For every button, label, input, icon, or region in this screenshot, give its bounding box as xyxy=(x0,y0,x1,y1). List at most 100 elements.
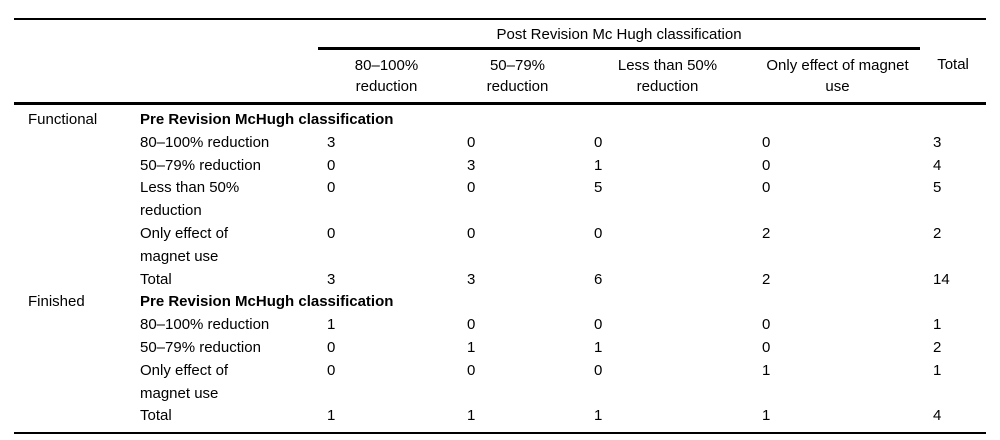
row-label: Less than 50% reduction xyxy=(140,179,240,220)
value-cell: 0 xyxy=(594,316,603,334)
value-cell: 3 xyxy=(467,156,476,174)
row-total-cell: 1 xyxy=(933,361,942,379)
section-header-row: Functional Pre Revision McHugh classifica… xyxy=(14,104,986,132)
value-cell: 0 xyxy=(762,316,771,334)
row-label-cell: 80–100% reduction xyxy=(140,132,318,155)
table-row: Only effect of magnet use 0 0 0 2 2 xyxy=(14,223,986,269)
header-spacer xyxy=(920,19,986,49)
span-header-row: Post Revision Mc Hugh classification xyxy=(14,19,986,50)
value-cell: 0 xyxy=(327,338,336,356)
table-row: 80–100% reduction 3 0 0 0 3 xyxy=(14,132,986,155)
column-header-magnet: Only effect of magnet use xyxy=(755,48,921,105)
table-row: 50–79% reduction 0 1 1 0 2 xyxy=(14,337,986,360)
value-cell: 0 xyxy=(467,316,476,334)
section-header-row: Finished Pre Revision McHugh classificati… xyxy=(14,291,986,314)
section-subheader: Pre Revision McHugh classification xyxy=(140,293,394,311)
row-indent-cell xyxy=(14,405,140,433)
value-cell: 0 xyxy=(327,179,336,197)
row-indent-cell xyxy=(14,314,140,337)
row-total-cell: 5 xyxy=(933,179,942,197)
row-total-cell: 14 xyxy=(933,270,950,288)
column-header-label: 80–100% reduction xyxy=(354,57,419,95)
value-cell: 0 xyxy=(327,361,336,379)
row-total-cell: 2 xyxy=(933,224,942,242)
column-header-label: Less than 50% reduction xyxy=(617,57,718,95)
row-total-cell: 3 xyxy=(933,133,942,151)
mchugh-classification-table: Post Revision Mc Hugh classification 80–… xyxy=(14,18,987,435)
row-label-cell: Only effect of magnet use xyxy=(140,360,318,406)
value-cell: 3 xyxy=(327,270,336,288)
row-label-cell: 50–79% reduction xyxy=(140,337,318,360)
value-cell: 1 xyxy=(594,407,603,425)
row-indent-cell xyxy=(14,132,140,155)
value-cell: 1 xyxy=(762,407,771,425)
column-header-label: Only effect of magnet use xyxy=(766,57,909,95)
section-subheader: Pre Revision McHugh classification xyxy=(140,111,394,128)
table-row: Total 3 3 6 2 14 xyxy=(14,269,986,292)
value-cell: 3 xyxy=(327,133,336,151)
row-indent-cell xyxy=(14,337,140,360)
value-cell: 0 xyxy=(594,133,603,151)
row-indent-cell xyxy=(14,155,140,178)
value-cell: 0 xyxy=(327,224,336,242)
header-spacer xyxy=(14,19,318,49)
row-indent-cell xyxy=(14,223,140,269)
column-group-header: Post Revision Mc Hugh classification xyxy=(318,19,921,50)
value-cell: 0 xyxy=(762,338,771,356)
value-cell: 6 xyxy=(594,270,603,288)
row-total-cell: 1 xyxy=(933,316,942,334)
row-label: 80–100% reduction xyxy=(140,316,270,334)
row-indent-cell xyxy=(14,269,140,292)
value-cell: 2 xyxy=(762,270,771,288)
row-label: Only effect of magnet use xyxy=(140,361,229,402)
value-cell: 0 xyxy=(762,133,771,151)
row-label: Total xyxy=(140,407,172,425)
value-cell: 1 xyxy=(327,316,336,334)
value-cell: 5 xyxy=(594,179,603,197)
value-cell: 1 xyxy=(762,361,771,379)
value-cell: 0 xyxy=(762,156,771,174)
value-cell: 1 xyxy=(467,338,476,356)
column-header-total: Total xyxy=(920,48,987,105)
column-header-80-100: 80–100% reduction xyxy=(318,48,455,105)
row-label: 80–100% reduction xyxy=(140,133,270,151)
row-label: 50–79% reduction xyxy=(140,156,261,174)
table-row: 80–100% reduction 1 0 0 0 1 xyxy=(14,314,986,337)
column-header-row: 80–100% reduction 50–79% reduction Less … xyxy=(14,48,987,105)
section-group-label: Finished xyxy=(28,293,85,311)
value-cell: 2 xyxy=(762,224,771,242)
row-label-cell: Total xyxy=(140,405,318,433)
value-cell: 1 xyxy=(594,338,603,356)
header-spacer xyxy=(14,48,318,105)
row-total-cell: 4 xyxy=(933,156,942,174)
value-cell: 1 xyxy=(594,156,603,174)
value-cell: 0 xyxy=(467,179,476,197)
value-cell: 1 xyxy=(327,407,336,425)
row-total-cell: 2 xyxy=(933,338,942,356)
value-cell: 0 xyxy=(594,224,603,242)
value-cell: 3 xyxy=(467,270,476,288)
column-header-50-79: 50–79% reduction xyxy=(455,48,580,105)
row-label-cell: Only effect of magnet use xyxy=(140,223,318,269)
value-cell: 0 xyxy=(467,133,476,151)
row-indent-cell xyxy=(14,177,140,223)
row-label-cell: Less than 50% reduction xyxy=(140,177,318,223)
value-cell: 0 xyxy=(762,179,771,197)
row-label-cell: 80–100% reduction xyxy=(140,314,318,337)
column-header-less-50: Less than 50% reduction xyxy=(580,48,755,105)
row-label-cell: Total xyxy=(140,269,318,292)
table-header: Post Revision Mc Hugh classification 80–… xyxy=(14,19,987,105)
value-cell: 0 xyxy=(467,361,476,379)
table-row: Total 1 1 1 1 4 xyxy=(14,405,986,433)
row-label: Total xyxy=(140,270,172,288)
row-total-cell: 4 xyxy=(933,407,942,425)
row-label-cell: 50–79% reduction xyxy=(140,155,318,178)
row-label: 50–79% reduction xyxy=(140,338,261,356)
value-cell: 0 xyxy=(467,224,476,242)
table-row: Less than 50% reduction 0 0 5 0 5 xyxy=(14,177,986,223)
value-cell: 1 xyxy=(467,407,476,425)
section-group-label: Functional xyxy=(28,111,98,128)
